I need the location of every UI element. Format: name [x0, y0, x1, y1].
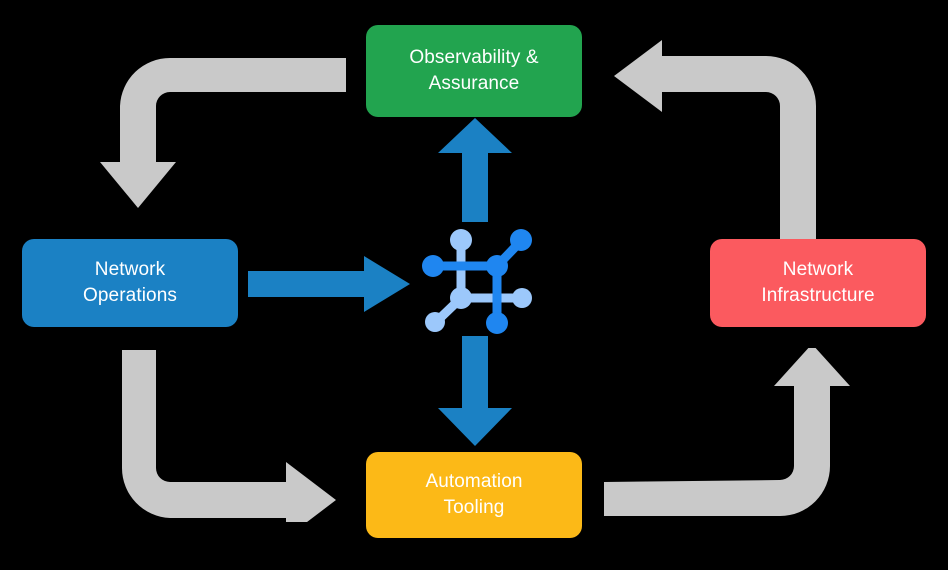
box-automation-tooling[interactable]: Automation Tooling	[366, 452, 582, 538]
box-observability-label: Observability & Assurance	[409, 47, 539, 94]
box-network-operations[interactable]: Network Operations	[22, 239, 238, 327]
box-network-operations-label: Network Operations	[83, 259, 177, 306]
box-network-infrastructure-label: Network Infrastructure	[761, 259, 875, 306]
network-topology-icon	[422, 229, 532, 334]
gray-arrow-infrastructure-to-observability	[614, 40, 850, 240]
gray-arrow-operations-to-automation	[121, 350, 336, 522]
gray-arrow-automation-to-infrastructure	[604, 348, 850, 516]
box-network-infrastructure[interactable]: Network Infrastructure	[710, 239, 926, 327]
blue-arrow-center-to-automation	[438, 336, 512, 446]
blue-arrow-operations-to-center	[248, 256, 410, 312]
blue-arrow-center-to-observability	[438, 118, 512, 222]
box-automation-tooling-label: Automation Tooling	[425, 471, 523, 518]
gray-arrow-observability-to-operations	[100, 57, 346, 208]
box-observability-assurance[interactable]: Observability & Assurance	[366, 25, 582, 117]
